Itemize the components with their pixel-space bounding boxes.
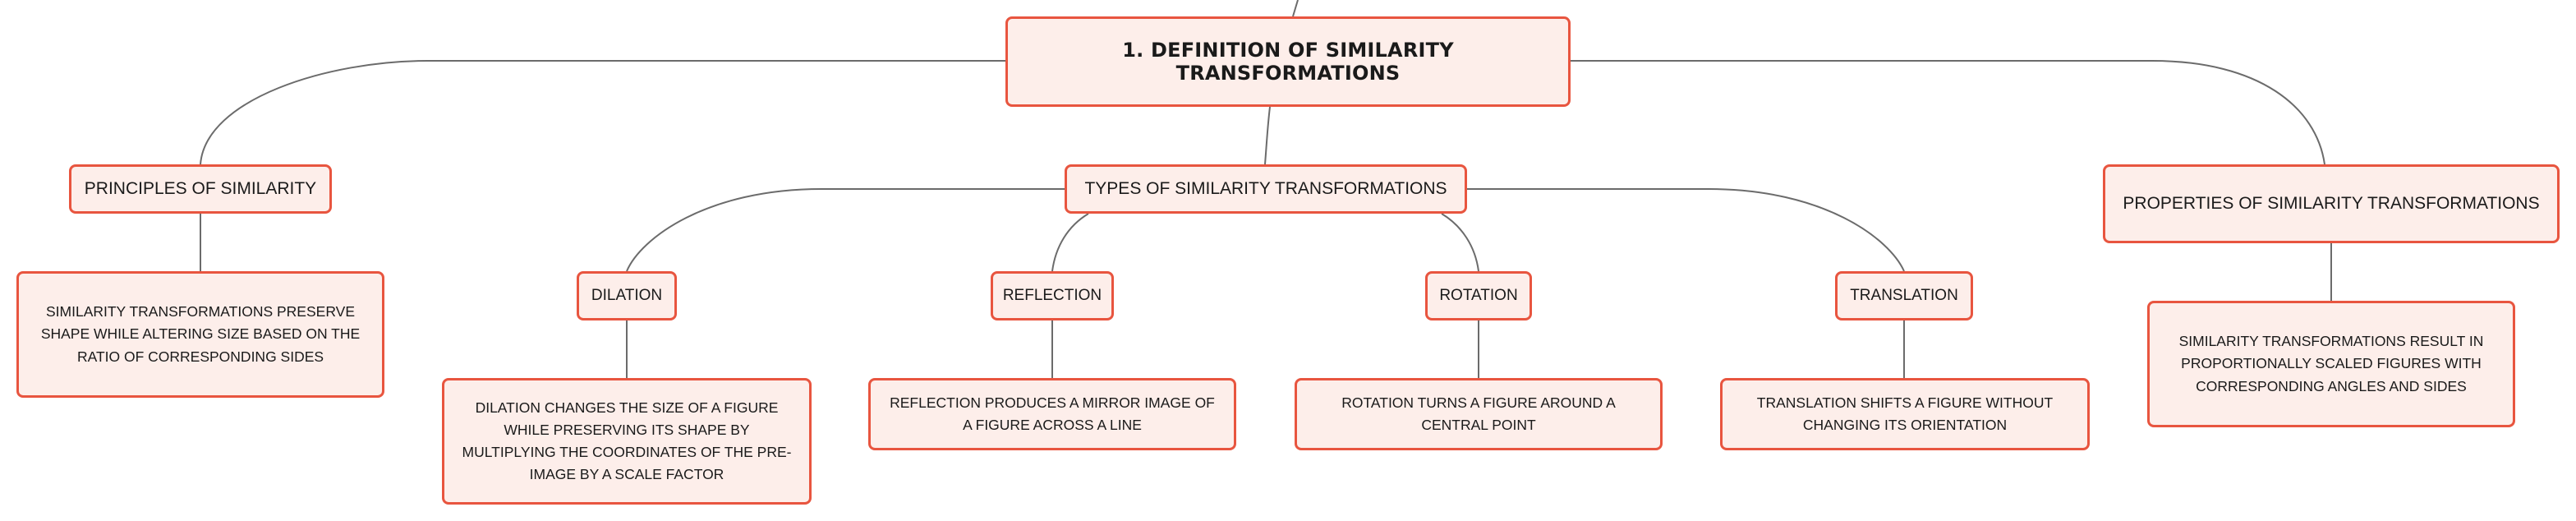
root-topic-label: 1. DEFINITION OF SIMILARITY TRANSFORMATI…	[1122, 39, 1454, 85]
connector-types-to-rotation	[1441, 213, 1479, 272]
rotation-node[interactable]: ROTATION	[1425, 271, 1532, 320]
dilation-label: DILATION	[591, 287, 663, 304]
reflection-detail-node[interactable]: REFLECTION PRODUCES A MIRROR IMAGE OF A …	[868, 378, 1236, 450]
connector-parent-to-root	[1292, 0, 1299, 17]
properties-detail-text: SIMILARITY TRANSFORMATIONS RESULT IN PRO…	[2178, 333, 2484, 394]
translation-node[interactable]: TRANSLATION	[1835, 271, 1973, 320]
connector-types-to-dilation	[626, 188, 1065, 272]
principles-of-similarity-label: PRINCIPLES OF SIMILARITY	[84, 179, 317, 198]
reflection-label: REFLECTION	[1002, 287, 1102, 304]
properties-of-similarity-transformations-label: PROPERTIES OF SIMILARITY TRANSFORMATIONS	[2123, 194, 2540, 213]
translation-detail-node[interactable]: TRANSLATION SHIFTS A FIGURE WITHOUT CHAN…	[1720, 378, 2090, 450]
principles-of-similarity-node[interactable]: PRINCIPLES OF SIMILARITY	[69, 164, 332, 214]
root-topic-node[interactable]: 1. DEFINITION OF SIMILARITY TRANSFORMATI…	[1005, 16, 1571, 107]
types-of-similarity-transformations-node[interactable]: TYPES OF SIMILARITY TRANSFORMATIONS	[1065, 164, 1467, 214]
translation-label: TRANSLATION	[1850, 287, 1958, 304]
rotation-detail-node[interactable]: ROTATION TURNS A FIGURE AROUND A CENTRAL…	[1295, 378, 1663, 450]
dilation-detail-text: DILATION CHANGES THE SIZE OF A FIGURE WH…	[462, 399, 792, 483]
rotation-label: ROTATION	[1439, 287, 1518, 304]
types-of-similarity-transformations-label: TYPES OF SIMILARITY TRANSFORMATIONS	[1084, 179, 1447, 198]
rotation-detail-text: ROTATION TURNS A FIGURE AROUND A CENTRAL…	[1341, 394, 1616, 433]
connector-root-to-properties	[1571, 60, 2325, 165]
properties-detail-node[interactable]: SIMILARITY TRANSFORMATIONS RESULT IN PRO…	[2147, 301, 2515, 427]
connector-types-to-reflection	[1051, 213, 1089, 272]
principles-detail-text: SIMILARITY TRANSFORMATIONS PRESERVE SHAP…	[40, 303, 361, 365]
connector-root-to-types	[1264, 106, 1271, 165]
connector-types-to-translation	[1467, 188, 1905, 272]
connector-root-to-principles	[200, 60, 1005, 165]
translation-detail-text: TRANSLATION SHIFTS A FIGURE WITHOUT CHAN…	[1756, 394, 2054, 433]
dilation-detail-node[interactable]: DILATION CHANGES THE SIZE OF A FIGURE WH…	[442, 378, 812, 505]
reflection-node[interactable]: REFLECTION	[991, 271, 1114, 320]
dilation-node[interactable]: DILATION	[577, 271, 677, 320]
reflection-detail-text: REFLECTION PRODUCES A MIRROR IMAGE OF A …	[890, 394, 1215, 433]
principles-detail-node[interactable]: SIMILARITY TRANSFORMATIONS PRESERVE SHAP…	[16, 271, 384, 398]
properties-of-similarity-transformations-node[interactable]: PROPERTIES OF SIMILARITY TRANSFORMATIONS	[2103, 164, 2560, 243]
